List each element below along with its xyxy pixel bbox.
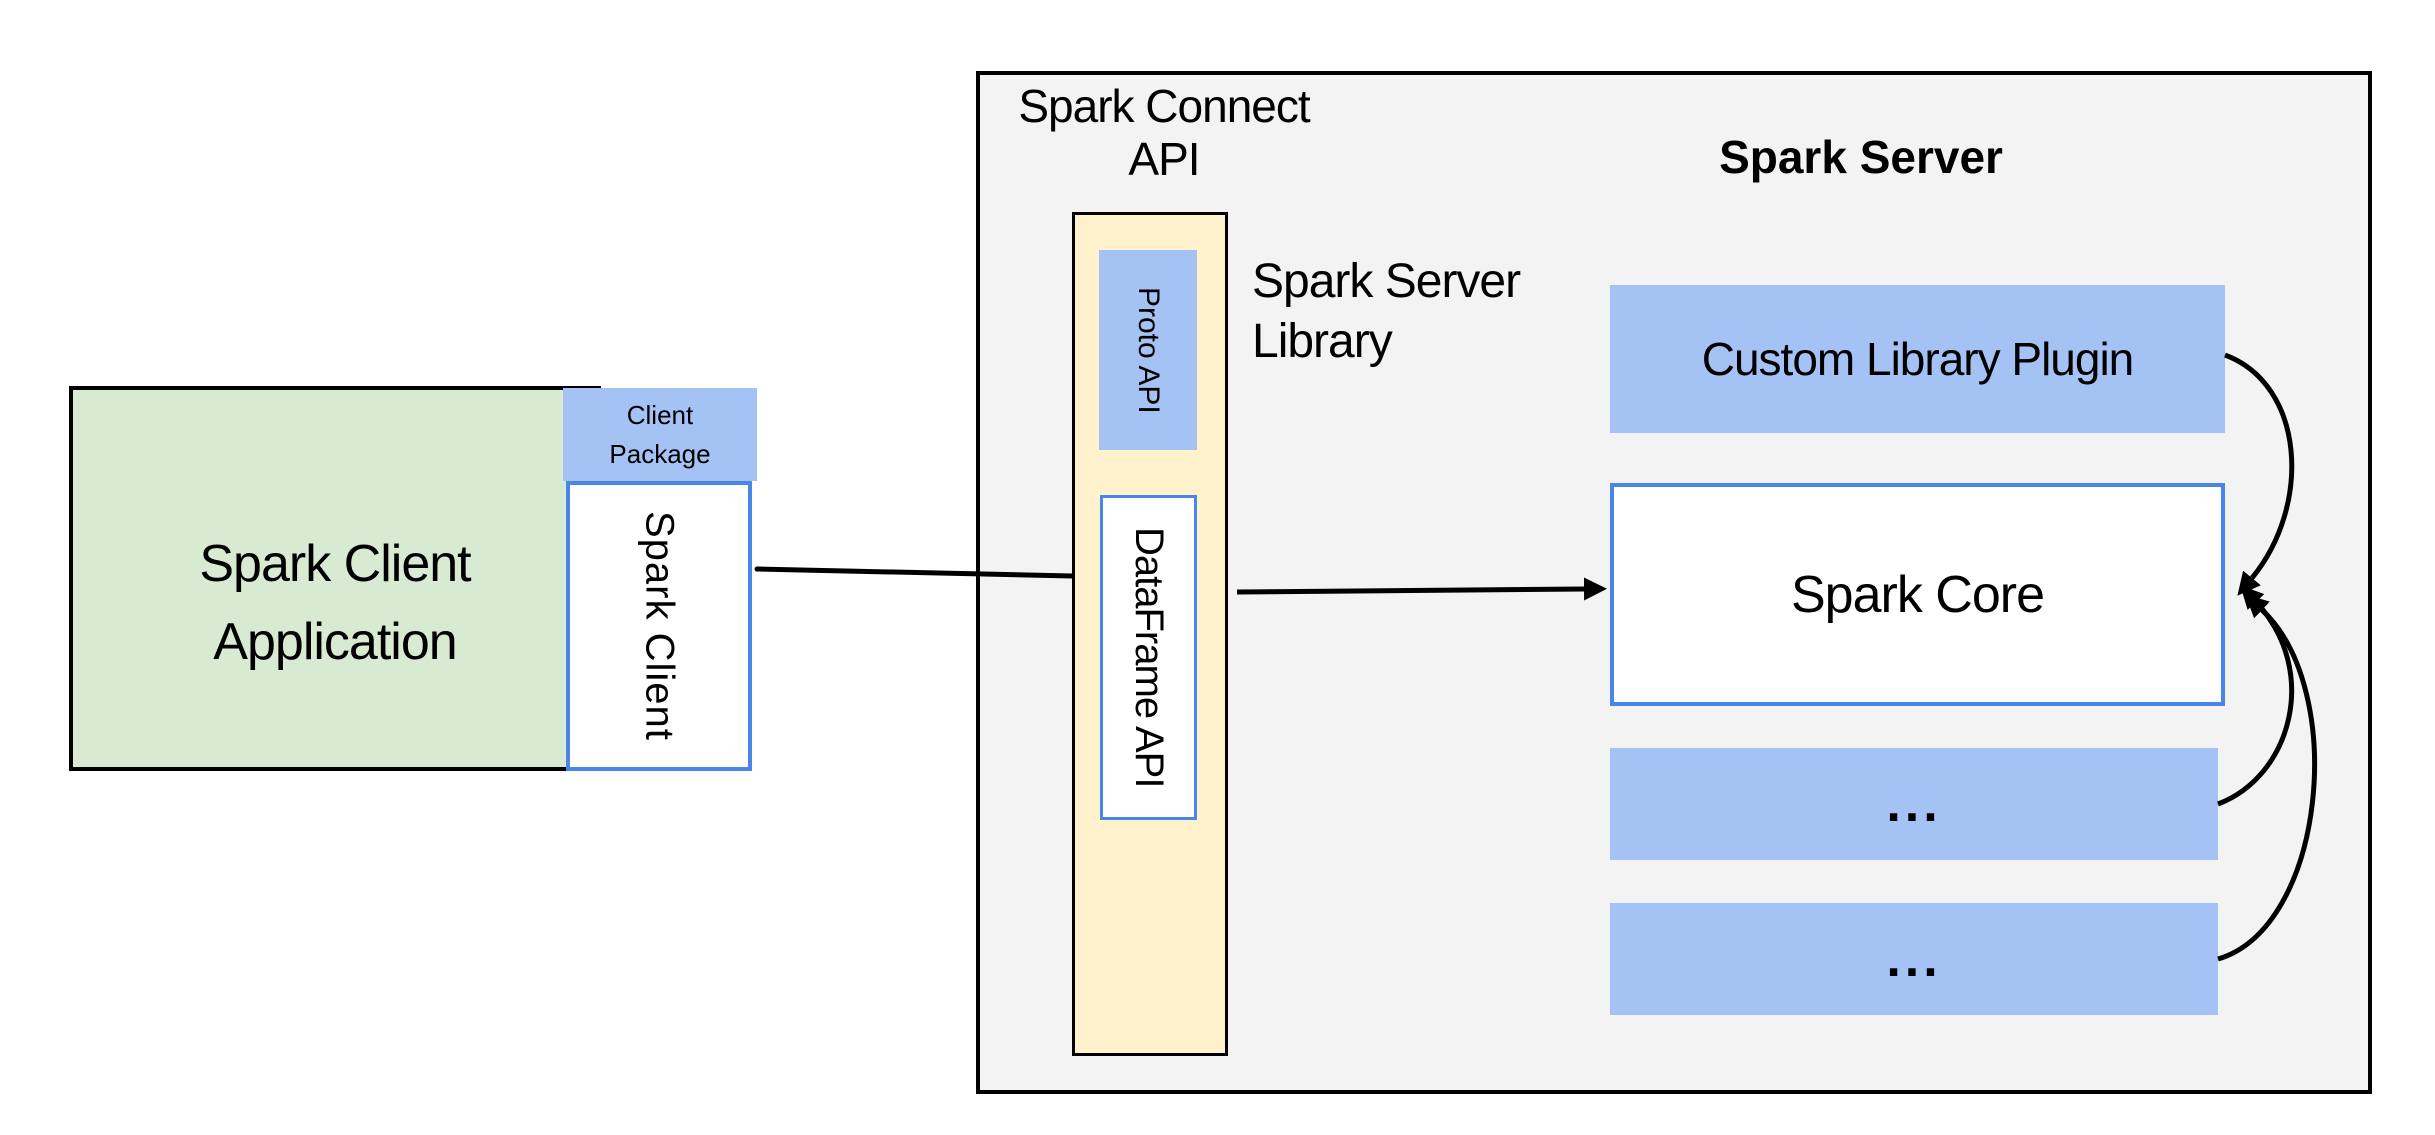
spark-core-label: Spark Core xyxy=(1791,565,2045,624)
proto-api-box: Proto API xyxy=(1099,250,1197,450)
client-package-label: Client Package xyxy=(609,399,711,469)
dataframe-api-box: DataFrame API xyxy=(1100,495,1197,820)
spark-server-library-label: Spark Server Library xyxy=(1252,255,1521,368)
ellipsis-box-2: ... xyxy=(1610,903,2218,1015)
dataframe-api-label: DataFrame API xyxy=(1127,527,1171,788)
spark-server-title: Spark Server xyxy=(1719,131,2003,183)
spark-core-box: Spark Core xyxy=(1610,483,2225,706)
spark-client-application-box: Spark Client Application xyxy=(69,386,601,771)
ellipsis-label-1: ... xyxy=(1886,775,1942,833)
client-package-box: Client Package xyxy=(563,388,757,481)
ellipsis-label-2: ... xyxy=(1886,930,1942,988)
ellipsis-box-1: ... xyxy=(1610,748,2218,860)
spark-client-application-label: Spark Client Application xyxy=(199,534,471,671)
proto-api-label: Proto API xyxy=(1132,286,1165,414)
spark-client-box: Spark Client xyxy=(566,481,752,771)
custom-library-plugin-label: Custom Library Plugin xyxy=(1701,333,2135,385)
spark-client-label: Spark Client xyxy=(637,511,682,741)
custom-library-plugin-box: Custom Library Plugin xyxy=(1610,285,2225,433)
spark-connect-api-label: Spark Connect API xyxy=(1018,80,1310,185)
